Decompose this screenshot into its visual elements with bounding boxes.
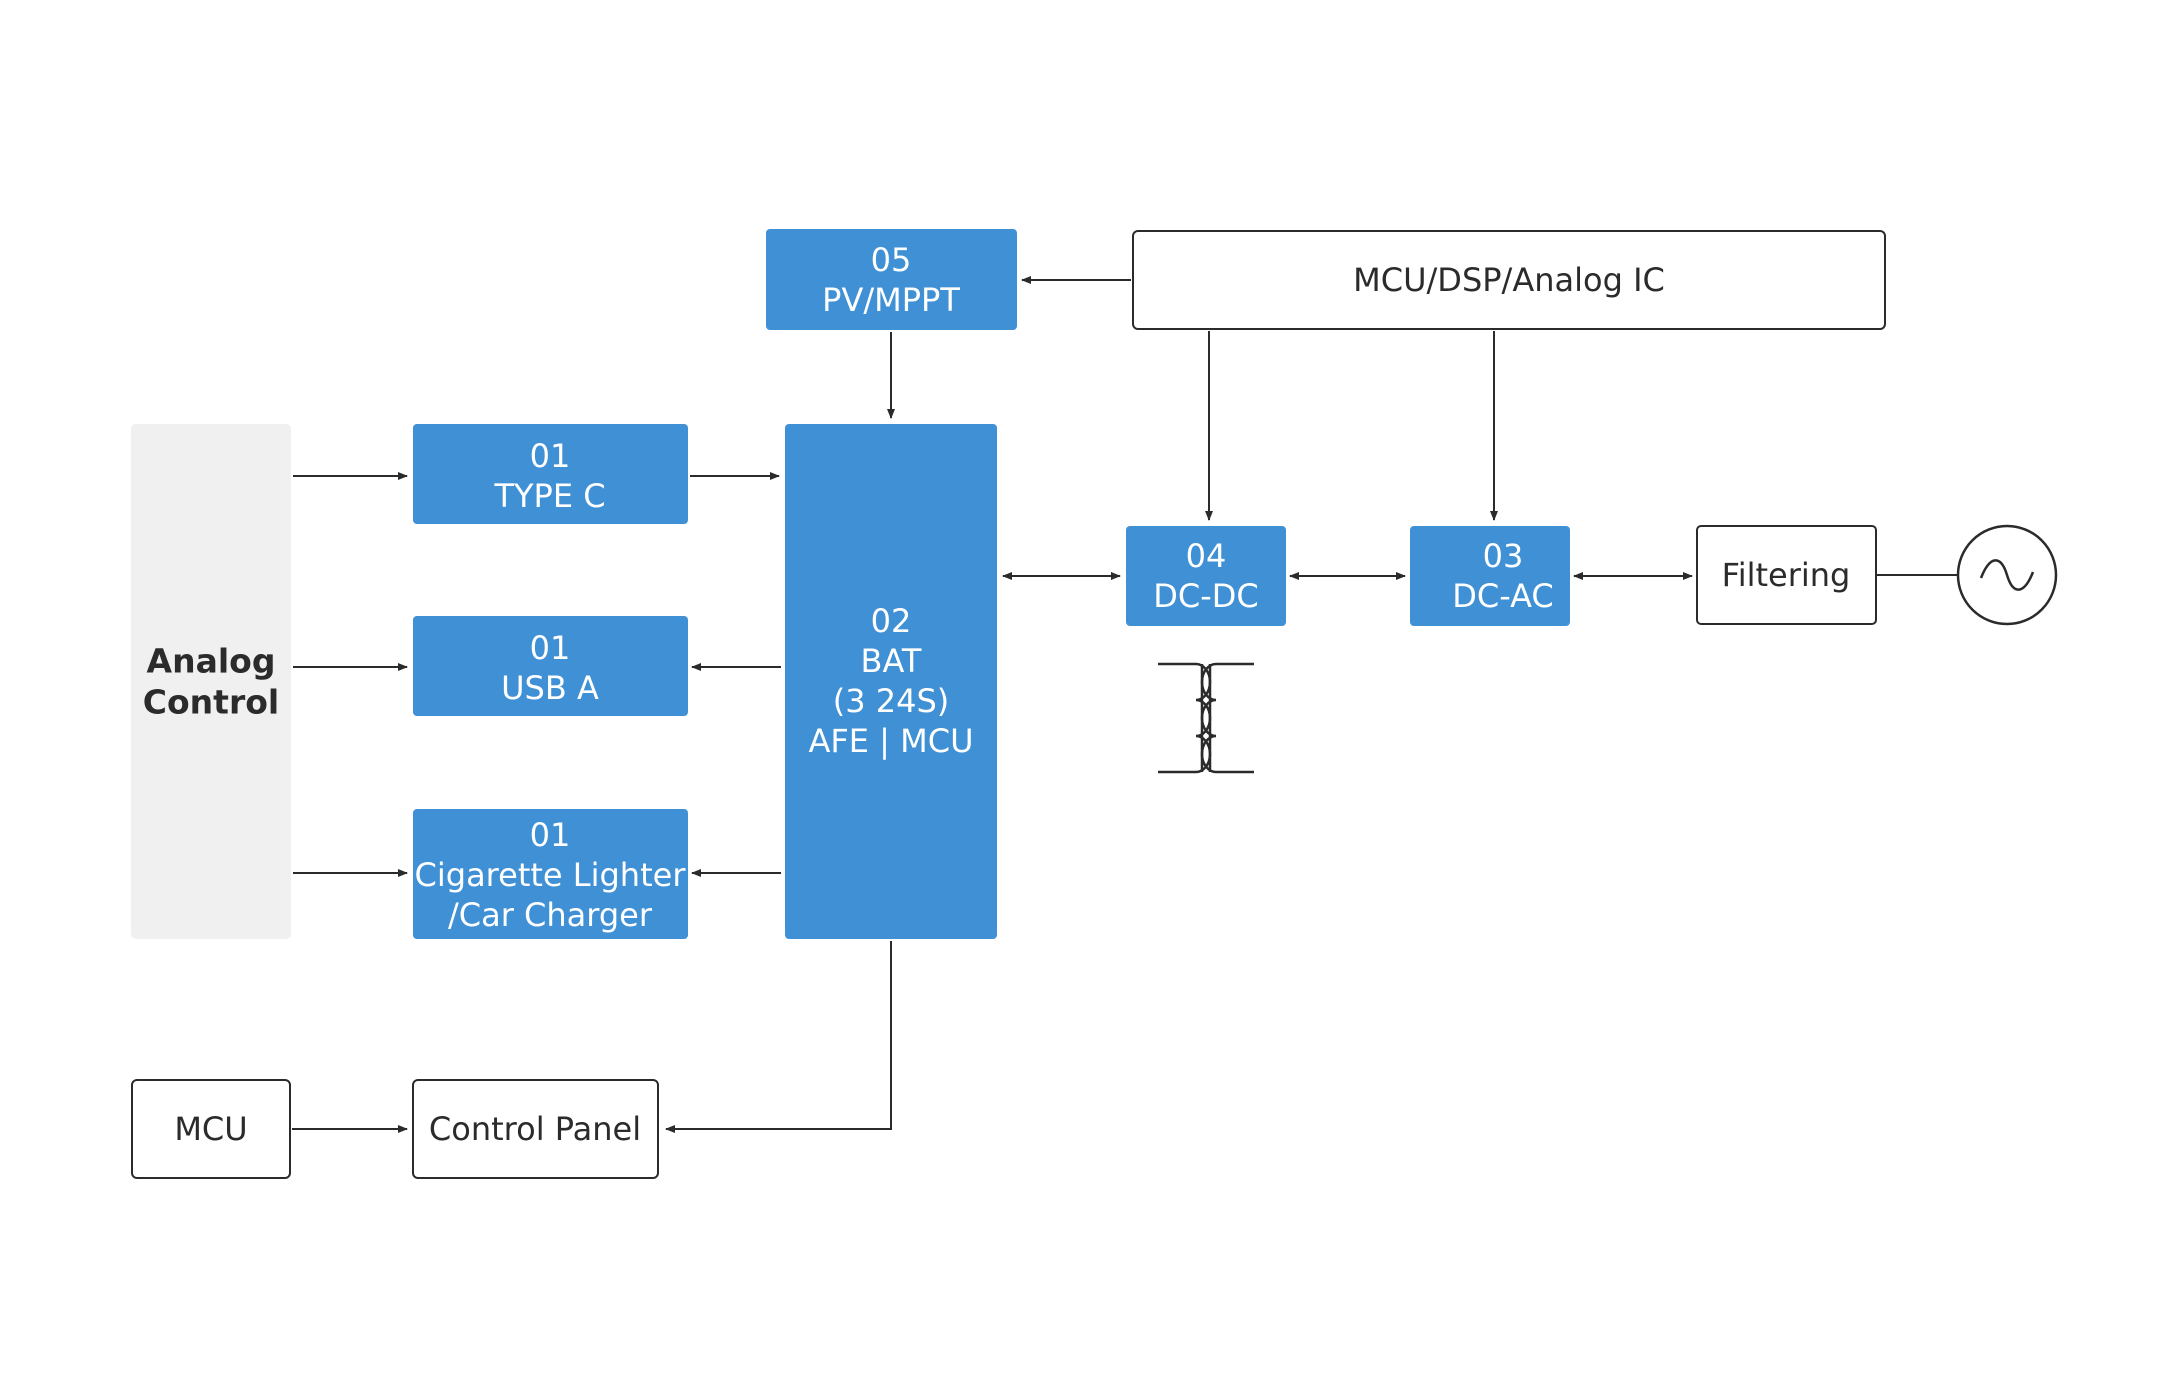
usb-a-number: 01 <box>530 629 571 667</box>
connectors <box>292 276 1693 1133</box>
usb-a-label: USB A <box>501 669 599 707</box>
usb-a-block: 01 USB A <box>413 616 688 716</box>
arrow-bat-to-control-panel <box>665 941 892 1133</box>
type-c-number: 01 <box>530 437 571 475</box>
control-panel-block: Control Panel <box>412 1079 659 1179</box>
dc-ac-number: 03 <box>1483 537 1524 575</box>
analog-control-line1: Analog <box>147 642 276 681</box>
filtering-block: Filtering <box>1696 525 1877 625</box>
mcu-dsp-analog-block: MCU/DSP/Analog IC <box>1132 230 1886 330</box>
filtering-label: Filtering <box>1722 556 1851 594</box>
analog-control-panel: Analog Control <box>131 424 291 939</box>
cigarette-lighter-block: 01 Cigarette Lighter /Car Charger <box>413 809 688 939</box>
pv-mppt-label: PV/MPPT <box>822 281 960 319</box>
dc-dc-block: 04 DC-DC <box>1126 526 1286 626</box>
cigarette-lighter-line2: /Car Charger <box>448 896 653 934</box>
battery-line3: AFE | MCU <box>808 722 973 760</box>
transformer-icon <box>1158 662 1254 774</box>
cigarette-lighter-line1: Cigarette Lighter <box>415 856 687 894</box>
cigarette-lighter-number: 01 <box>530 816 571 854</box>
mcu-dsp-analog-label: MCU/DSP/Analog IC <box>1353 261 1665 299</box>
dc-dc-number: 04 <box>1186 537 1227 575</box>
battery-line2: (3 24S) <box>833 682 950 720</box>
pv-mppt-block: 05 PV/MPPT <box>766 229 1017 330</box>
pv-mppt-number: 05 <box>871 241 912 279</box>
analog-control-line2: Control <box>143 683 279 722</box>
battery-line1: BAT <box>861 642 922 680</box>
dc-ac-block: 03 DC-AC <box>1410 526 1570 626</box>
mcu-block: MCU <box>131 1079 291 1179</box>
ac-source-icon <box>1876 524 2058 626</box>
battery-block: 02 BAT (3 24S) AFE | MCU <box>785 424 997 939</box>
dc-dc-label: DC-DC <box>1153 577 1259 615</box>
type-c-label: TYPE C <box>493 477 605 515</box>
dc-ac-label: DC-AC <box>1452 577 1554 615</box>
type-c-block: 01 TYPE C <box>413 424 688 524</box>
mcu-label: MCU <box>174 1110 247 1148</box>
control-panel-label: Control Panel <box>429 1110 641 1148</box>
battery-number: 02 <box>871 602 912 640</box>
